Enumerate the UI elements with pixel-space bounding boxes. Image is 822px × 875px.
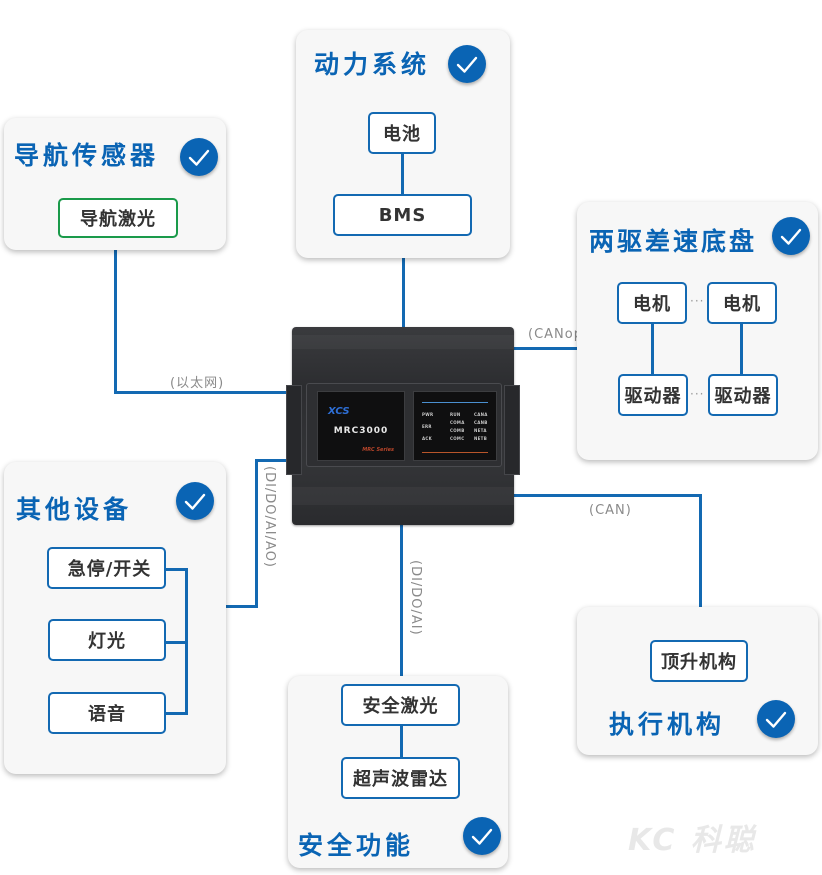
led-label: COMA — [450, 420, 465, 425]
kc-watermark-logo: KC 科聪 — [628, 823, 757, 858]
node-ultrasonic-radar: 超声波雷达 — [341, 757, 460, 799]
device-display-panel: XCS MRC3000 MRC Series — [317, 391, 405, 461]
ethernet-label: (以太网) — [170, 376, 225, 391]
node-motor-2: 电机 — [707, 282, 777, 324]
node-estop-switch: 急停/开关 — [47, 547, 166, 589]
device-band-bottom — [292, 487, 514, 505]
check-icon — [176, 482, 214, 520]
device-band-top — [292, 335, 514, 349]
node-driver-1: 驱动器 — [618, 374, 688, 416]
check-icon — [772, 217, 810, 255]
other-devices-title: 其他设备 — [16, 495, 133, 524]
led-label: NETB — [474, 436, 488, 441]
io-safety-label: (DI/DO/AI) — [408, 560, 423, 636]
device-front-panel: XCS MRC3000 MRC Series PWR ERR ACK RUN C… — [306, 383, 502, 467]
ellipsis-motors: ··· — [690, 294, 705, 308]
ethernet-line-vertical — [114, 250, 117, 393]
node-battery: 电池 — [368, 112, 436, 154]
safety-internal-line — [400, 720, 403, 762]
device-led-panel: PWR ERR ACK RUN COMA COMB COMC CANA CANB… — [413, 391, 497, 461]
card-navigation-sensor: 导航传感器 导航激光 — [4, 118, 226, 250]
led-accent-bar-blue — [422, 402, 488, 403]
led-label: ERR — [422, 424, 432, 429]
led-label: RUN — [450, 412, 461, 417]
led-label: ACK — [422, 436, 433, 441]
branch-voice — [165, 712, 187, 715]
led-label: CANA — [474, 412, 488, 417]
ethernet-line-horizontal — [114, 391, 294, 394]
check-icon — [180, 138, 218, 176]
led-label: CANB — [474, 420, 488, 425]
led-accent-bar-orange — [422, 452, 488, 453]
branch-light — [165, 641, 187, 644]
card-differential-chassis: 两驱差速底盘 — [577, 202, 818, 460]
power-system-title: 动力系统 — [314, 50, 431, 79]
node-lifting-mechanism: 顶升机构 — [650, 640, 748, 682]
card-actuator: 执行机构 — [577, 607, 818, 755]
controller-device: XCS MRC3000 MRC Series PWR ERR ACK RUN C… — [286, 327, 520, 525]
safety-function-title: 安全功能 — [298, 831, 415, 860]
check-icon — [463, 817, 501, 855]
can-line-horizontal — [512, 494, 702, 497]
actuator-title: 执行机构 — [609, 710, 726, 739]
node-voice: 语音 — [48, 692, 166, 734]
can-label: (CAN) — [589, 503, 632, 518]
chassis-title: 两驱差速底盘 — [589, 227, 758, 256]
node-driver-2: 驱动器 — [708, 374, 778, 416]
ellipsis-drivers: ··· — [690, 387, 705, 401]
check-icon — [757, 700, 795, 738]
io-other-line-top — [255, 459, 295, 462]
io-other-label: (DI/DO/AI/AO) — [262, 466, 277, 568]
node-navigation-laser: 导航激光 — [58, 198, 178, 238]
led-label: PWR — [422, 412, 434, 417]
device-brand-logo: XCS — [328, 406, 350, 417]
motor-driver-line-1 — [651, 320, 654, 380]
node-light: 灯光 — [48, 619, 166, 661]
device-side-clip-right — [504, 385, 520, 475]
node-motor-1: 电机 — [617, 282, 687, 324]
battery-bms-line — [401, 152, 404, 196]
node-safety-laser: 安全激光 — [341, 684, 460, 726]
led-label: COMC — [450, 436, 465, 441]
check-icon — [448, 45, 486, 83]
can-line-vertical — [699, 494, 702, 644]
led-label: COMB — [450, 428, 465, 433]
device-side-clip-left — [286, 385, 302, 475]
navigation-sensor-title: 导航传感器 — [14, 141, 160, 170]
io-safety-line — [400, 524, 403, 686]
power-bus-line — [402, 232, 405, 328]
device-model-label: MRC3000 — [333, 426, 389, 436]
io-other-line-vertical — [255, 459, 258, 607]
branch-estop — [165, 568, 187, 571]
device-series-label: MRC Series — [362, 447, 394, 453]
motor-driver-line-2 — [740, 320, 743, 380]
led-label: NETA — [474, 428, 487, 433]
node-bms: BMS — [333, 194, 472, 236]
